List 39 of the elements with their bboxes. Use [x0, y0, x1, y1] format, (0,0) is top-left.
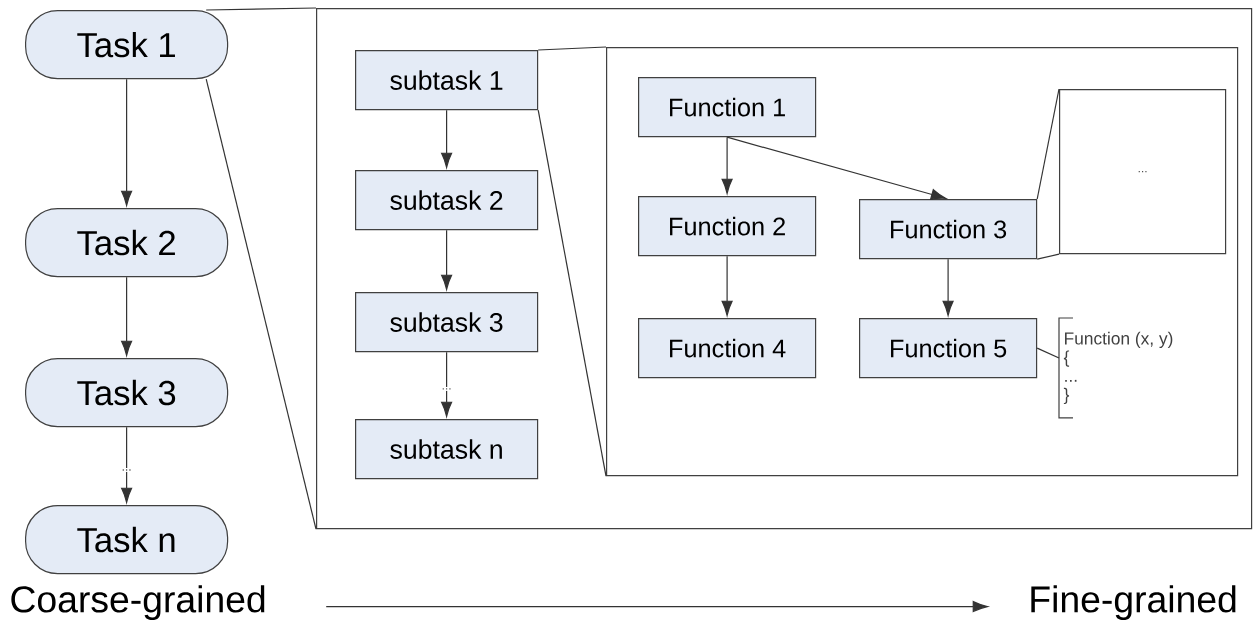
function-box: Function 2: [638, 196, 817, 257]
edge-label: ...: [442, 388, 451, 390]
function-box: Function 1: [638, 77, 817, 138]
arrow: [121, 78, 133, 206]
detail-box: ...: [1059, 89, 1227, 255]
subtask-box: subtask 1: [355, 50, 539, 111]
arrow: [325, 601, 988, 613]
function-box: Function 4: [638, 318, 817, 379]
function-box: Function 3: [859, 199, 1038, 260]
zoom-line: [1036, 347, 1060, 359]
axis-label: Fine-grained: [1031, 585, 1236, 620]
edge-label: ...: [122, 469, 131, 471]
zoom-line: [537, 46, 607, 51]
arrow: [121, 426, 133, 503]
function-box: Function 5: [859, 318, 1038, 379]
code-bracket: Function (x, y) { ... }: [1058, 317, 1173, 419]
subtask-box: subtask 3: [355, 292, 539, 353]
task-box: Task 3: [25, 358, 229, 428]
task-box: Task n: [25, 505, 229, 575]
arrow: [441, 351, 453, 417]
zoom-panel: [606, 47, 1239, 477]
task-box: Task 1: [25, 10, 229, 80]
arrow: [726, 136, 947, 200]
zoom-line: [537, 109, 607, 477]
zoom-line: [205, 78, 317, 530]
arrow: [121, 276, 133, 356]
arrow: [441, 229, 453, 290]
arrow: [721, 136, 733, 194]
zoom-panel: [316, 8, 1253, 530]
task-box: Task 2: [25, 208, 229, 278]
zoom-line: [1036, 253, 1060, 260]
arrow: [441, 109, 453, 168]
subtask-box: subtask n: [355, 419, 539, 480]
zoom-line: [205, 7, 317, 11]
arrow: [942, 258, 954, 316]
subtask-box: subtask 2: [355, 170, 539, 231]
axis-label: Coarse-grained: [11, 585, 265, 620]
arrow: [721, 255, 733, 316]
zoom-line: [1036, 88, 1060, 200]
